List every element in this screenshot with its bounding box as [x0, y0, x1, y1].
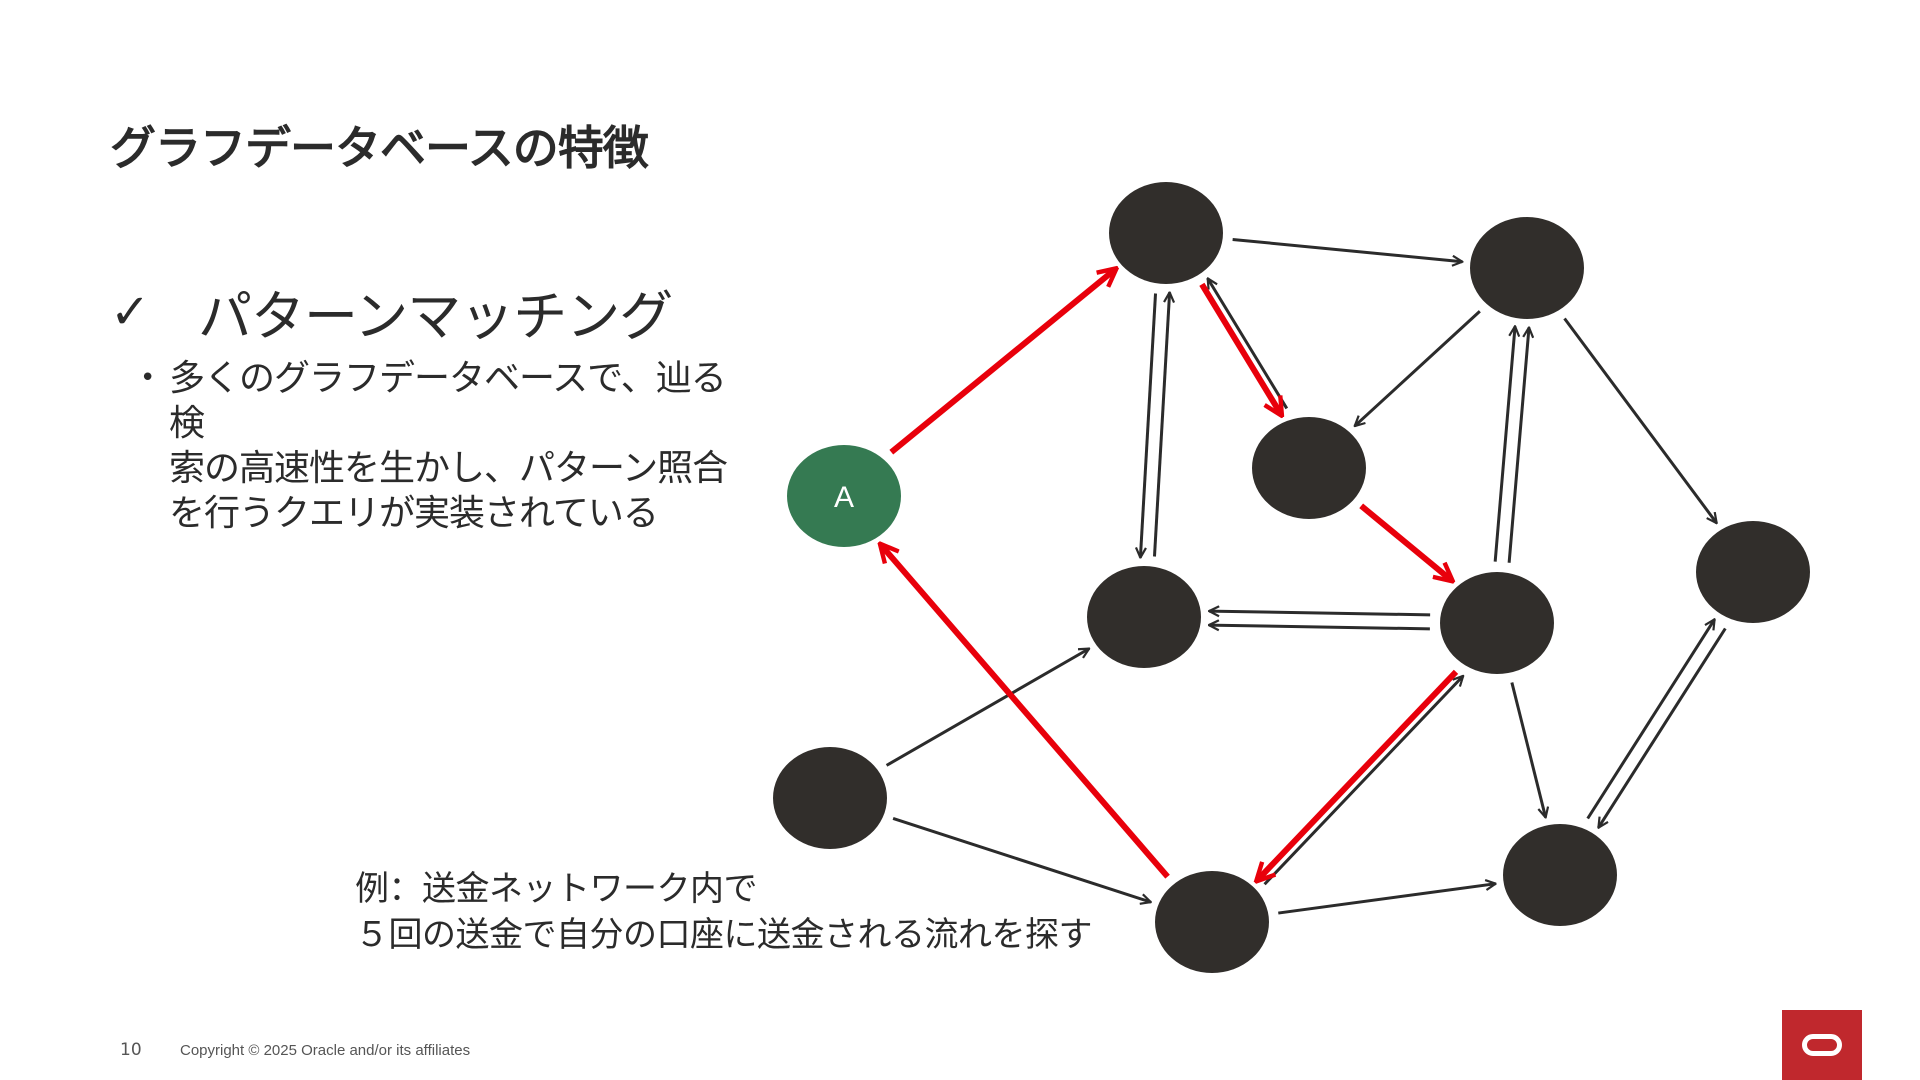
- graph-node: [1503, 824, 1617, 926]
- graph-node: [773, 747, 887, 849]
- graph-node: [1109, 182, 1223, 284]
- graph-node: [1087, 566, 1201, 668]
- edge-arrow: [1510, 682, 1546, 817]
- slide-title: グラフデータベースの特徴: [110, 121, 649, 175]
- heading-row: ✓ パターンマッチング: [110, 272, 673, 351]
- edge-arrow: [1563, 317, 1717, 523]
- graph-node: [1155, 871, 1269, 973]
- edge-arrow: [1209, 611, 1431, 615]
- start-node-label: A: [834, 481, 854, 514]
- edge-arrow: [885, 647, 1090, 767]
- edge-arrow: [1140, 293, 1158, 558]
- edge-arrow: [1206, 278, 1289, 410]
- edge-arrow: [1209, 625, 1430, 629]
- graph-node: [1696, 521, 1810, 623]
- bullet-line: 多くのグラフデータベースで、辿る検: [168, 358, 727, 444]
- nodes-layer: A: [773, 182, 1810, 973]
- page-number: 10: [120, 1040, 142, 1060]
- path-arrow: [1199, 282, 1281, 414]
- checkmark-icon: ✓: [110, 283, 151, 340]
- start-node: [787, 445, 901, 547]
- edge-arrow: [1493, 326, 1515, 562]
- edge-arrow: [1586, 619, 1715, 820]
- path-arrow: [889, 269, 1115, 455]
- edge-arrow: [1355, 310, 1481, 426]
- bullet-icon: •: [140, 363, 156, 393]
- section-heading: パターンマッチング: [198, 285, 673, 348]
- example-line: 例：送金ネットワーク内で: [355, 869, 758, 909]
- path-arrow: [1257, 669, 1459, 880]
- oracle-logo-icon: [1802, 1034, 1842, 1056]
- bullet-item: • 多くのグラフデータベースで、辿る検 索の高速性を生かし、パターン照合 を行う…: [140, 356, 740, 536]
- edge-arrow: [892, 817, 1151, 902]
- copyright-text: Copyright © 2025 Oracle and/or its affil…: [180, 1042, 471, 1059]
- edge-arrow: [1507, 327, 1529, 563]
- edge-arrow: [1263, 676, 1464, 886]
- graph-node: [1440, 572, 1554, 674]
- graph-node: [1252, 417, 1366, 519]
- graph-node: [1470, 217, 1584, 319]
- edge-arrow: [1278, 884, 1495, 915]
- example-line: ５回の送金で自分の口座に送金される流れを探す: [355, 915, 1093, 955]
- matched-path-layer: [881, 269, 1459, 880]
- edge-arrow: [1152, 292, 1169, 557]
- edge-arrow: [1232, 237, 1463, 261]
- edge-arrow: [1598, 627, 1727, 828]
- path-arrow: [881, 545, 1170, 879]
- oracle-logo: [1782, 1010, 1862, 1080]
- edges-layer: [885, 237, 1727, 915]
- path-arrow: [1359, 503, 1451, 580]
- example-caption: 例：送金ネットワーク内で ５回の送金で自分の口座に送金される流れを探す: [355, 866, 1093, 958]
- bullet-line: を行うクエリが実装されている: [168, 493, 659, 534]
- bullet-text: 多くのグラフデータベースで、辿る検 索の高速性を生かし、パターン照合 を行うクエ…: [169, 356, 740, 536]
- bullet-line: 索の高速性を生かし、パターン照合: [168, 448, 728, 489]
